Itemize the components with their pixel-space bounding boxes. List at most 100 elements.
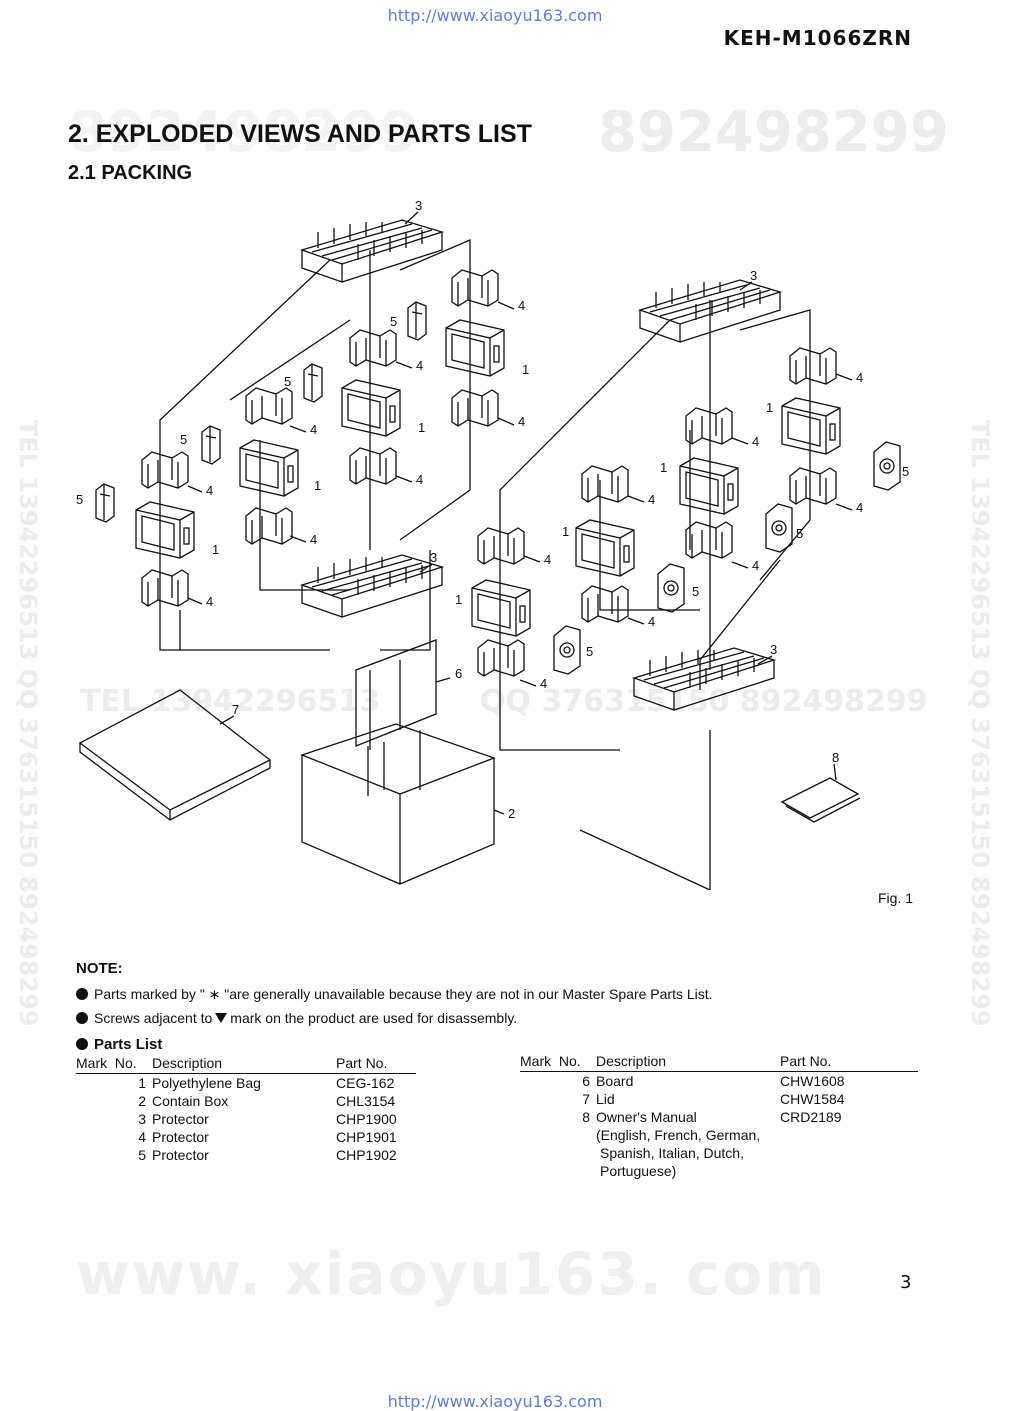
cell-empty [520, 1162, 596, 1180]
cell-manual-language: Portuguese) [600, 1163, 677, 1179]
packing-exploded-view: 3 3 3 3 4 4 4 4 4 4 4 4 4 4 4 4 4 4 4 4 … [76, 198, 909, 890]
cell-description: Contain Box [152, 1093, 229, 1109]
cell-empty [520, 1126, 596, 1144]
note-text-1: Parts marked by " ∗ "are generally unava… [94, 986, 713, 1002]
callout-1: 1 [314, 478, 321, 493]
callout-4: 4 [856, 370, 863, 385]
note-text-2b: mark on the product are used for disasse… [230, 1010, 518, 1026]
callout-5: 5 [796, 526, 803, 541]
callout-4: 4 [540, 676, 547, 691]
callout-5: 5 [586, 644, 593, 659]
callout-5: 5 [76, 492, 83, 507]
callout-5: 5 [284, 374, 291, 389]
cell-description: Board [596, 1073, 634, 1089]
figure-caption: Fig. 1 [878, 890, 914, 906]
callout-3: 3 [415, 198, 422, 213]
table-header: Mark No. Description Part No. [520, 1053, 918, 1072]
cell-manual-language: Spanish, Italian, Dutch, [600, 1145, 744, 1161]
header-mark: Mark [520, 1053, 552, 1069]
cell-description: Lid [596, 1091, 615, 1107]
col-part-no: Part No. [336, 1055, 416, 1074]
callout-3: 3 [750, 268, 757, 283]
watermark-qq-top: 892498299 [598, 100, 949, 165]
callout-1: 1 [455, 592, 462, 607]
callout-1: 1 [766, 400, 773, 415]
callout-4: 4 [310, 422, 317, 437]
watermark-big: www. xiaoyu163. com [76, 1240, 827, 1308]
callout-5: 5 [180, 432, 187, 447]
callout-4: 4 [310, 532, 317, 547]
cell-part-no: CHP1900 [336, 1111, 397, 1127]
cell-empty [780, 1126, 918, 1144]
header-no: No. [114, 1055, 137, 1071]
cell-description: Owner's Manual [596, 1109, 697, 1125]
section-title: 2. EXPLODED VIEWS AND PARTS LIST [68, 120, 532, 148]
cell-no: 4 [138, 1129, 146, 1145]
cell-manual-language: (English, French, German, [596, 1127, 761, 1143]
cell-part-no: CHW1584 [780, 1091, 845, 1107]
watermark-url-top[interactable]: http://www.xiaoyu163.com [387, 6, 603, 25]
note-line-1: Parts marked by " ∗ "are generally unava… [76, 986, 713, 1003]
callout-7: 7 [232, 702, 239, 717]
parts-list-title: Parts List [76, 1036, 162, 1053]
watermark-url-bottom[interactable]: http://www.xiaoyu163.com [387, 1392, 603, 1411]
note-text-2a: Screws adjacent to [94, 1010, 213, 1026]
callout-5: 5 [390, 314, 397, 329]
watermark-qq-mid: QQ 376315150 892498299 [480, 684, 928, 719]
cell-empty [780, 1162, 918, 1180]
table-row-continuation: Portuguese) [520, 1162, 918, 1180]
col-description: Description [596, 1053, 780, 1072]
callout-5: 5 [692, 584, 699, 599]
callout-4: 4 [416, 472, 423, 487]
callout-1: 1 [660, 460, 667, 475]
parts-list-title-text: Parts List [94, 1036, 163, 1053]
bullet-icon [76, 1038, 88, 1050]
header-no: No. [558, 1053, 581, 1069]
page-number: 3 [900, 1272, 912, 1293]
model-number: KEH-M1066ZRN [723, 26, 912, 50]
cell-part-no: CEG-162 [336, 1075, 395, 1091]
cell-description: Protector [152, 1129, 209, 1145]
cell-no: 3 [138, 1111, 146, 1127]
cell-part-no: CHL3154 [336, 1093, 396, 1109]
callout-4: 4 [752, 434, 759, 449]
watermark-side-left: TEL 13942296513 QQ 376315150 892498299 [14, 420, 42, 1027]
table-header: Mark No. Description Part No. [76, 1055, 416, 1074]
down-triangle-icon [215, 1013, 228, 1023]
callout-4: 4 [752, 558, 759, 573]
cell-no: 2 [138, 1093, 146, 1109]
callout-4: 4 [518, 298, 525, 313]
callout-1: 1 [562, 524, 569, 539]
col-part-no: Part No. [780, 1053, 918, 1072]
cell-part-no: CHW1608 [780, 1073, 845, 1089]
watermark-side-right: TEL 13942296513 QQ 376315150 892498299 [966, 420, 994, 1027]
table-row: 6 Board CHW1608 [520, 1072, 918, 1091]
cell-part-no: CRD2189 [780, 1109, 842, 1125]
callout-4: 4 [544, 552, 551, 567]
table-row: 2 Contain Box CHL3154 [76, 1092, 416, 1110]
bullet-icon [76, 1012, 88, 1024]
col-description: Description [152, 1055, 336, 1074]
callout-4: 4 [518, 414, 525, 429]
col-mark-no: Mark No. [76, 1055, 152, 1074]
cell-description: Protector [152, 1147, 209, 1163]
col-mark-no: Mark No. [520, 1053, 596, 1072]
callout-4: 4 [856, 500, 863, 515]
cell-part-no: CHP1902 [336, 1147, 397, 1163]
callout-1: 1 [418, 420, 425, 435]
cell-empty [520, 1144, 596, 1162]
callout-8: 8 [832, 750, 839, 765]
cell-empty [780, 1144, 918, 1162]
cell-no: 6 [582, 1073, 590, 1089]
cell-description: Protector [152, 1111, 209, 1127]
callout-4: 4 [648, 492, 655, 507]
watermark-tel: TEL 13942296513 [80, 684, 381, 719]
callout-1: 1 [522, 362, 529, 377]
section-subtitle: 2.1 PACKING [68, 162, 193, 184]
